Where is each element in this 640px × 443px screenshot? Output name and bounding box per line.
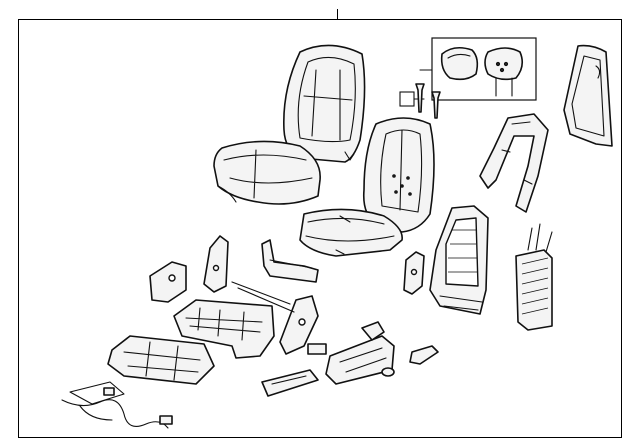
headrest-guide-icon [399,83,441,119]
callout-leader-line [337,9,338,19]
knob-icon [261,321,439,397]
side-shield-icon [279,251,425,355]
seatback-pad-icon [362,117,435,233]
recliner-icon [149,235,319,303]
cushion-pad-icon [299,208,403,257]
headrest-icon [419,37,537,101]
cushion-cover-icon [213,140,321,205]
harness-icon [61,387,173,429]
seatback-frame-icon [429,205,489,315]
seatback-cover-icon [283,44,366,163]
lumbar-icon [515,223,553,331]
bolster-trim-icon [479,113,549,213]
back-panel-icon [563,44,613,147]
seat-track-icon [69,281,295,405]
